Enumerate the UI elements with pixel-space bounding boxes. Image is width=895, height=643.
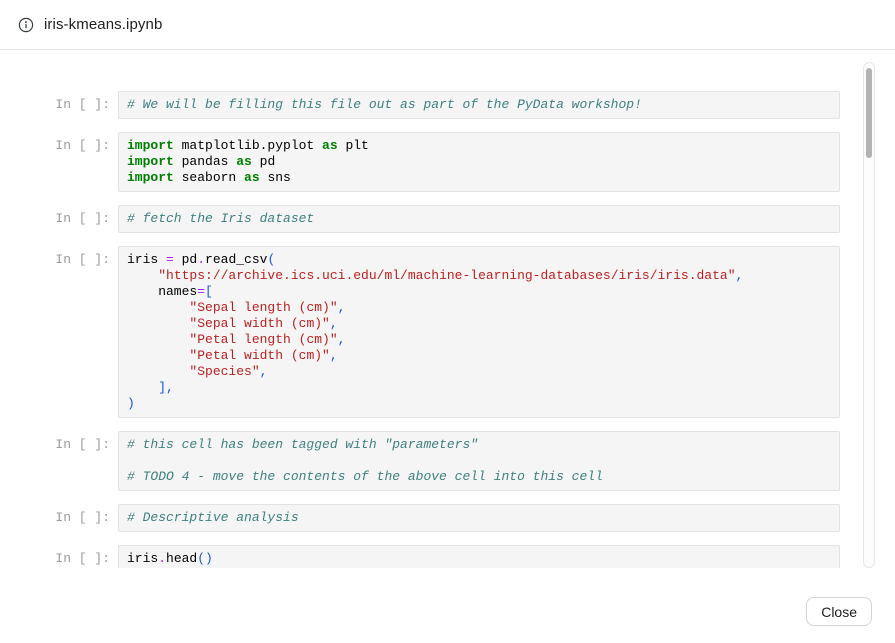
cell-input[interactable]: # this cell has been tagged with "parame… <box>118 431 840 491</box>
notebook-cell: In [ ]: # Descriptive analysis <box>0 504 840 532</box>
notebook-cell: In [ ]: # fetch the Iris dataset <box>0 205 840 233</box>
scrollbar-track[interactable] <box>863 62 875 568</box>
cell-prompt: In [ ]: <box>55 551 110 566</box>
cell-prompt: In [ ]: <box>55 252 110 267</box>
cell-list: In [ ]: # We will be filling this file ou… <box>0 51 895 568</box>
scrollbar-thumb[interactable] <box>866 68 872 158</box>
cell-prompt: In [ ]: <box>55 211 110 226</box>
cell-input[interactable]: # Descriptive analysis <box>118 504 840 532</box>
notebook-cell: In [ ]: iris = pd.read_csv( "https://arch… <box>0 246 840 418</box>
cell-input[interactable]: # We will be filling this file out as pa… <box>118 91 840 119</box>
notebook-viewer: In [ ]: # We will be filling this file ou… <box>0 51 895 568</box>
cell-prompt: In [ ]: <box>55 97 110 112</box>
info-icon <box>18 17 34 33</box>
file-title: iris-kmeans.ipynb <box>44 16 163 33</box>
cell-input[interactable]: iris = pd.read_csv( "https://archive.ics… <box>118 246 840 418</box>
dialog-header: iris-kmeans.ipynb <box>0 0 895 50</box>
cell-prompt: In [ ]: <box>55 437 110 452</box>
cell-input[interactable]: iris.head() <box>118 545 840 568</box>
notebook-cell: In [ ]: # this cell has been tagged with … <box>0 431 840 491</box>
cell-prompt: In [ ]: <box>55 138 110 153</box>
cell-prompt: In [ ]: <box>55 510 110 525</box>
notebook-cell: In [ ]: # We will be filling this file ou… <box>0 91 840 119</box>
cell-input[interactable]: # fetch the Iris dataset <box>118 205 840 233</box>
notebook-cell: In [ ]: iris.head() <box>0 545 840 568</box>
close-button[interactable]: Close <box>806 597 872 626</box>
